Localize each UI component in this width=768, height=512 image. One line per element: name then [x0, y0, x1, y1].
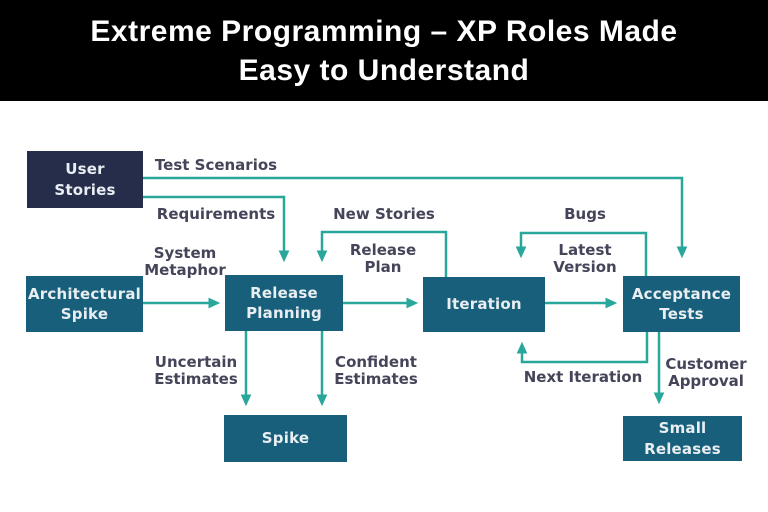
- label-test-scenarios: Test Scenarios: [154, 156, 278, 174]
- label-confident-estimates: Confident Estimates: [334, 353, 418, 388]
- box-small-releases: Small Releases: [623, 416, 742, 461]
- label-next-iteration: Next Iteration: [523, 368, 643, 386]
- label-uncertain-estimates: Uncertain Estimates: [154, 353, 238, 388]
- page-title-line2: Easy to Understand: [238, 54, 530, 87]
- arrow-requirements: [143, 195, 290, 263]
- label-new-stories: New Stories: [333, 205, 435, 223]
- arrow-next-iteration: [516, 332, 649, 364]
- label-system-metaphor: System Metaphor: [144, 244, 226, 279]
- page-title-line1: Extreme Programming – XP Roles Made: [90, 15, 678, 48]
- box-architectural-spike: Architectural Spike: [26, 276, 143, 332]
- label-customer-approval: Customer Approval: [665, 355, 747, 390]
- page-title: Extreme Programming – XP Roles Made Easy…: [0, 0, 768, 101]
- box-release-planning: Release Planning: [225, 275, 343, 331]
- label-latest-version: Latest Version: [553, 241, 617, 276]
- box-iteration: Iteration: [423, 277, 545, 332]
- box-spike: Spike: [224, 415, 347, 462]
- box-user-stories: User Stories: [27, 151, 143, 208]
- arrow-test-scenarios: [143, 176, 688, 259]
- arrow-new-stories: [316, 230, 448, 277]
- label-requirements: Requirements: [156, 205, 276, 223]
- label-release-plan: Release Plan: [349, 241, 417, 276]
- box-acceptance-tests: Acceptance Tests: [623, 276, 740, 332]
- label-bugs: Bugs: [564, 205, 606, 223]
- arrow-bugs: [515, 231, 648, 276]
